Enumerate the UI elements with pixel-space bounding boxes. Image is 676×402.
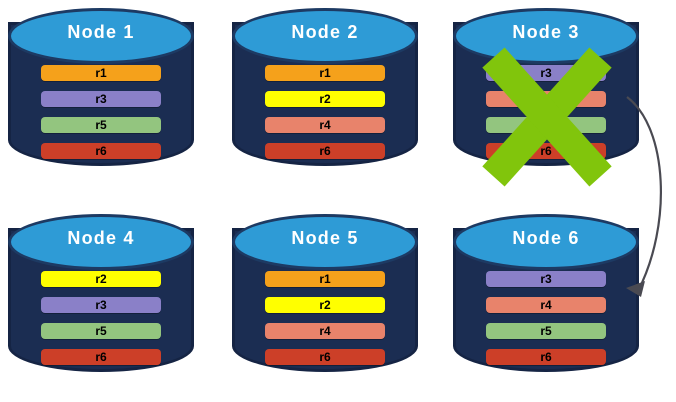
record-bar[interactable]: r2 [265, 297, 385, 313]
record-bar[interactable]: r3 [41, 91, 161, 107]
record-bar[interactable]: r5 [486, 117, 606, 133]
record-bar[interactable]: r4 [265, 323, 385, 339]
cylinder-top-ellipse [453, 8, 639, 64]
record-list: r1 r2 r4 r6 [265, 271, 385, 365]
node-2[interactable]: Node 2 r1 r2 r4 r6 [232, 8, 418, 180]
record-bar[interactable]: r4 [486, 91, 606, 107]
record-bar[interactable]: r5 [41, 117, 161, 133]
record-bar[interactable]: r1 [265, 65, 385, 81]
cylinder-top-ellipse [8, 214, 194, 270]
record-list: r2 r3 r5 r6 [41, 271, 161, 365]
record-bar[interactable]: r6 [41, 143, 161, 159]
node-1[interactable]: Node 1 r1 r3 r5 r6 [8, 8, 194, 180]
record-bar[interactable]: r1 [41, 65, 161, 81]
cylinder-top-ellipse [8, 8, 194, 64]
record-bar[interactable]: r3 [486, 271, 606, 287]
cylinder-top-ellipse [232, 8, 418, 64]
node-4[interactable]: Node 4 r2 r3 r5 r6 [8, 214, 194, 386]
cylinder-top-ellipse [232, 214, 418, 270]
record-bar[interactable]: r6 [265, 349, 385, 365]
record-bar[interactable]: r6 [265, 143, 385, 159]
record-bar[interactable]: r3 [41, 297, 161, 313]
node-5[interactable]: Node 5 r1 r2 r4 r6 [232, 214, 418, 386]
record-bar[interactable]: r2 [41, 271, 161, 287]
record-bar[interactable]: r6 [486, 349, 606, 365]
record-bar[interactable]: r6 [486, 143, 606, 159]
cylinder-top-ellipse [453, 214, 639, 270]
record-bar[interactable]: r2 [265, 91, 385, 107]
record-bar[interactable]: r5 [41, 323, 161, 339]
record-list: r1 r2 r4 r6 [265, 65, 385, 159]
record-bar[interactable]: r4 [265, 117, 385, 133]
record-bar[interactable]: r4 [486, 297, 606, 313]
record-bar[interactable]: r6 [41, 349, 161, 365]
node-3[interactable]: Node 3 r3 r4 r5 r6 [453, 8, 639, 187]
record-list: r1 r3 r5 r6 [41, 65, 161, 159]
record-bar[interactable]: r1 [265, 271, 385, 287]
node-6[interactable]: Node 6 r3 r4 r5 r6 [453, 214, 639, 386]
record-list: r3 r4 r5 r6 [486, 65, 606, 159]
record-bar[interactable]: r3 [486, 65, 606, 81]
record-bar[interactable]: r5 [486, 323, 606, 339]
record-list: r3 r4 r5 r6 [486, 271, 606, 365]
